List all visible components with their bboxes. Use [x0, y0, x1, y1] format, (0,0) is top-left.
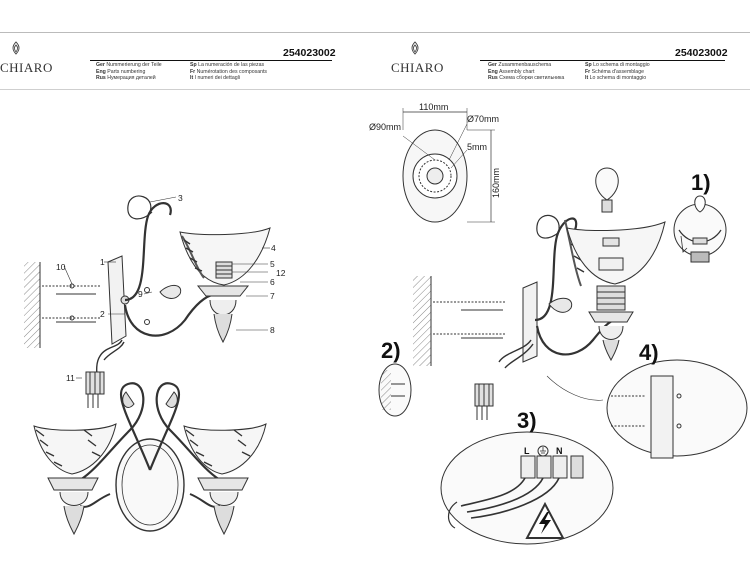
- dimension-depth: 5mm: [467, 142, 487, 152]
- assembly-chart-sheet: CHIARO 254023002 Ger Zusammenbauschema E…: [369, 0, 750, 576]
- legend-column-1: Ger Zusammenbauschema Eng Assembly chart…: [488, 62, 565, 81]
- dimension-inner-diameter: Ø70mm: [467, 114, 499, 124]
- dimension-outer-diameter: Ø90mm: [369, 122, 401, 132]
- part-number-3: 3: [178, 193, 183, 203]
- wall-hatch: [24, 262, 40, 348]
- part-number-12: 12: [276, 268, 286, 278]
- brand-name: CHIARO: [391, 60, 444, 75]
- part-number-7: 7: [270, 291, 275, 301]
- part-number-1: 1: [100, 257, 105, 267]
- chiaro-logo-icon: [411, 41, 419, 55]
- chiaro-logo-icon: [12, 41, 20, 55]
- step-4-label: 4): [639, 340, 659, 365]
- header-divider: [375, 89, 750, 90]
- step-2-label: 2): [381, 338, 401, 363]
- header-divider: [0, 89, 375, 90]
- part-number-10: 10: [56, 262, 66, 272]
- parts-drawing: 1 2 3 4 5 6 7 8 9 10 11 12: [24, 193, 286, 536]
- part-number-5: 5: [270, 259, 275, 269]
- code-underline: [480, 60, 725, 61]
- wire-label-neutral: N: [556, 446, 563, 456]
- legend-column-2: Sp La numeración de las piezas Fr Numéro…: [190, 62, 267, 81]
- legend-column-2: Sp Lo schema di montaggio Fr Schéma d'as…: [585, 62, 650, 81]
- step-1-label: 1): [691, 170, 711, 195]
- parts-numbering-sheet: CHIARO 254023002 Ger Nummerierung der Te…: [0, 32, 375, 536]
- part-number-6: 6: [270, 277, 275, 287]
- part-number-4: 4: [271, 243, 276, 253]
- wire-label-live: L: [524, 446, 530, 456]
- dimension-width: 110mm: [419, 102, 448, 112]
- code-underline: [90, 60, 332, 61]
- product-code: 254023002: [283, 47, 336, 59]
- brand-name: CHIARO: [0, 60, 53, 75]
- part-number-9: 9: [138, 289, 143, 299]
- dimension-height: 160mm: [491, 168, 501, 198]
- product-code: 254023002: [675, 47, 728, 59]
- part-number-11: 11: [66, 373, 75, 383]
- top-border: [0, 32, 375, 33]
- part-number-2: 2: [100, 309, 105, 319]
- assembly-drawing: 110mm Ø90mm Ø70mm 5mm 160mm 1) 2) 3) 4) …: [369, 102, 748, 545]
- wall-hatch: [413, 276, 431, 366]
- step-3-label: 3): [517, 408, 537, 433]
- part-number-8: 8: [270, 325, 275, 335]
- top-border: [375, 32, 750, 33]
- legend-column-1: Ger Nummerierung der Teile Eng Parts num…: [96, 62, 162, 81]
